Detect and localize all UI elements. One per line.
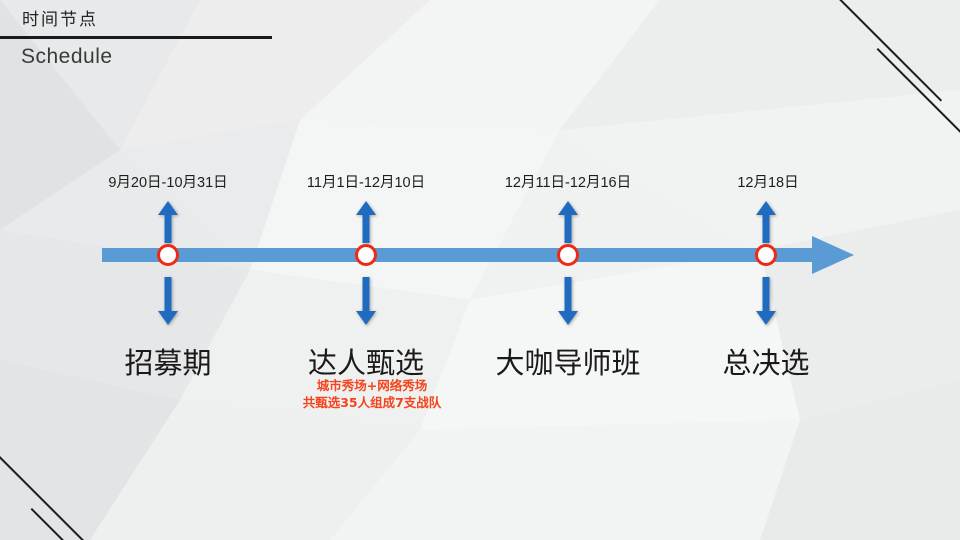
milestone-date-label: 11月1日-12月10日 [306, 175, 426, 191]
milestone-marker-dot[interactable] [157, 244, 179, 266]
milestone-note-line: 城市秀场+网络秀场 [316, 378, 428, 393]
arrow-down-icon [158, 277, 178, 325]
arrow-up-icon [756, 201, 776, 243]
arrow-down-icon [356, 277, 376, 325]
milestone-date-label: 9月20日-10月31日 [108, 175, 228, 191]
milestone-note-line: 共甄选35人组成7支战队 [302, 395, 442, 410]
page-title-en: Schedule [21, 45, 113, 68]
milestone-phase-label: 招募期 [124, 346, 212, 380]
milestone-note: 城市秀场+网络秀场 共甄选35人组成7支战队 [303, 377, 442, 411]
arrow-up-icon [558, 201, 578, 243]
milestone-phase-label: 总决选 [722, 346, 810, 380]
title-divider [0, 36, 272, 39]
arrow-down-icon [558, 277, 578, 325]
page-title-cn: 时间节点 [22, 10, 98, 30]
milestone-phase-label: 大咖导师班 [495, 346, 641, 380]
timeline-bar [102, 248, 814, 262]
milestone-phase-label: 达人甄选 [307, 346, 425, 380]
milestone-marker-dot[interactable] [355, 244, 377, 266]
timeline-arrowhead-icon [812, 236, 854, 274]
arrow-up-icon [158, 201, 178, 243]
milestone-marker-dot[interactable] [755, 244, 777, 266]
milestone-marker-dot[interactable] [557, 244, 579, 266]
arrow-down-icon [756, 277, 776, 325]
milestone-date-label: 12月11日-12月16日 [504, 175, 632, 191]
arrow-up-icon [356, 201, 376, 243]
milestone-date-label: 12月18日 [737, 175, 799, 191]
